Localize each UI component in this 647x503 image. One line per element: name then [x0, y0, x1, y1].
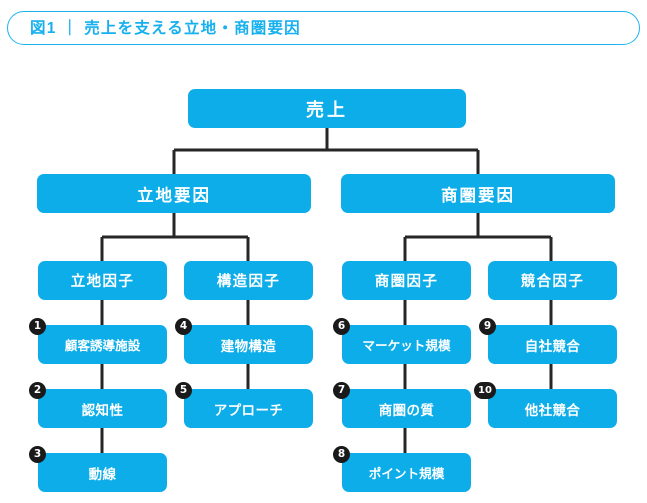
leaf-badge-3: 3: [29, 446, 46, 463]
node-leaf-market-size[interactable]: マーケット規模: [342, 325, 471, 364]
node-branch-location[interactable]: 立地要因: [37, 174, 311, 213]
leaf-badge-5: 5: [175, 382, 192, 399]
node-label: アプローチ: [213, 402, 284, 418]
badge-number: 7: [337, 384, 346, 397]
node-leaf-trade-area-quality[interactable]: 商圏の質: [342, 389, 471, 428]
node-branch-trade-area[interactable]: 商圏要因: [341, 174, 615, 213]
node-leaf-customer-attraction[interactable]: 顧客誘導施設: [38, 325, 167, 364]
node-leaf-recognizability[interactable]: 認知性: [38, 389, 167, 428]
node-leaf-traffic-flow[interactable]: 動線: [38, 453, 167, 492]
node-leaf-building-structure[interactable]: 建物構造: [184, 325, 313, 364]
node-group-location-factor[interactable]: 立地因子: [38, 261, 167, 300]
node-label: 構造因子: [216, 274, 281, 290]
leaf-badge-8: 8: [333, 446, 350, 463]
node-label: マーケット規模: [362, 339, 451, 353]
badge-number: 9: [483, 320, 492, 333]
node-label: 商圏の質: [378, 402, 435, 418]
node-label: 競合因子: [520, 274, 585, 290]
figure-title-pill: 図1 ｜ 売上を支える立地・商圏要因: [7, 11, 640, 45]
node-label: 建物構造: [220, 338, 277, 354]
leaf-badge-7: 7: [333, 382, 350, 399]
node-label: 他社競合: [524, 402, 581, 418]
node-root-sales[interactable]: 売上: [188, 89, 466, 128]
node-leaf-point-size[interactable]: ポイント規模: [342, 453, 471, 492]
node-leaf-internal-competition[interactable]: 自社競合: [488, 325, 617, 364]
node-label: 自社競合: [524, 338, 581, 354]
leaf-badge-9: 9: [479, 318, 496, 335]
badge-number: 4: [179, 320, 188, 333]
node-group-trade-factor[interactable]: 商圏因子: [342, 261, 471, 300]
node-label: 立地因子: [70, 274, 135, 290]
badge-number: 10: [478, 384, 492, 396]
node-group-competition-factor[interactable]: 競合因子: [488, 261, 617, 300]
node-label: 動線: [88, 466, 117, 482]
leaf-badge-2: 2: [29, 382, 46, 399]
leaf-badge-4: 4: [175, 318, 192, 335]
leaf-badge-10: 10: [474, 382, 496, 399]
node-label: 認知性: [81, 402, 124, 418]
badge-number: 6: [337, 320, 346, 333]
leaf-badge-1: 1: [29, 318, 46, 335]
node-leaf-approach[interactable]: アプローチ: [184, 389, 313, 428]
node-label: 売上: [306, 99, 348, 120]
leaf-badge-6: 6: [333, 318, 350, 335]
node-group-structure-factor[interactable]: 構造因子: [184, 261, 313, 300]
badge-number: 8: [337, 448, 346, 461]
badge-number: 2: [33, 384, 42, 397]
node-label: 立地要因: [137, 186, 211, 205]
node-leaf-external-competition[interactable]: 他社競合: [488, 389, 617, 428]
node-label: 顧客誘導施設: [64, 339, 141, 353]
badge-number: 1: [33, 320, 42, 333]
badge-number: 5: [179, 384, 188, 397]
badge-number: 3: [33, 448, 42, 461]
node-label: ポイント規模: [368, 467, 445, 481]
node-label: 商圏要因: [441, 186, 515, 205]
node-label: 商圏因子: [374, 274, 439, 290]
figure-title-text: 図1 ｜ 売上を支える立地・商圏要因: [30, 20, 301, 37]
